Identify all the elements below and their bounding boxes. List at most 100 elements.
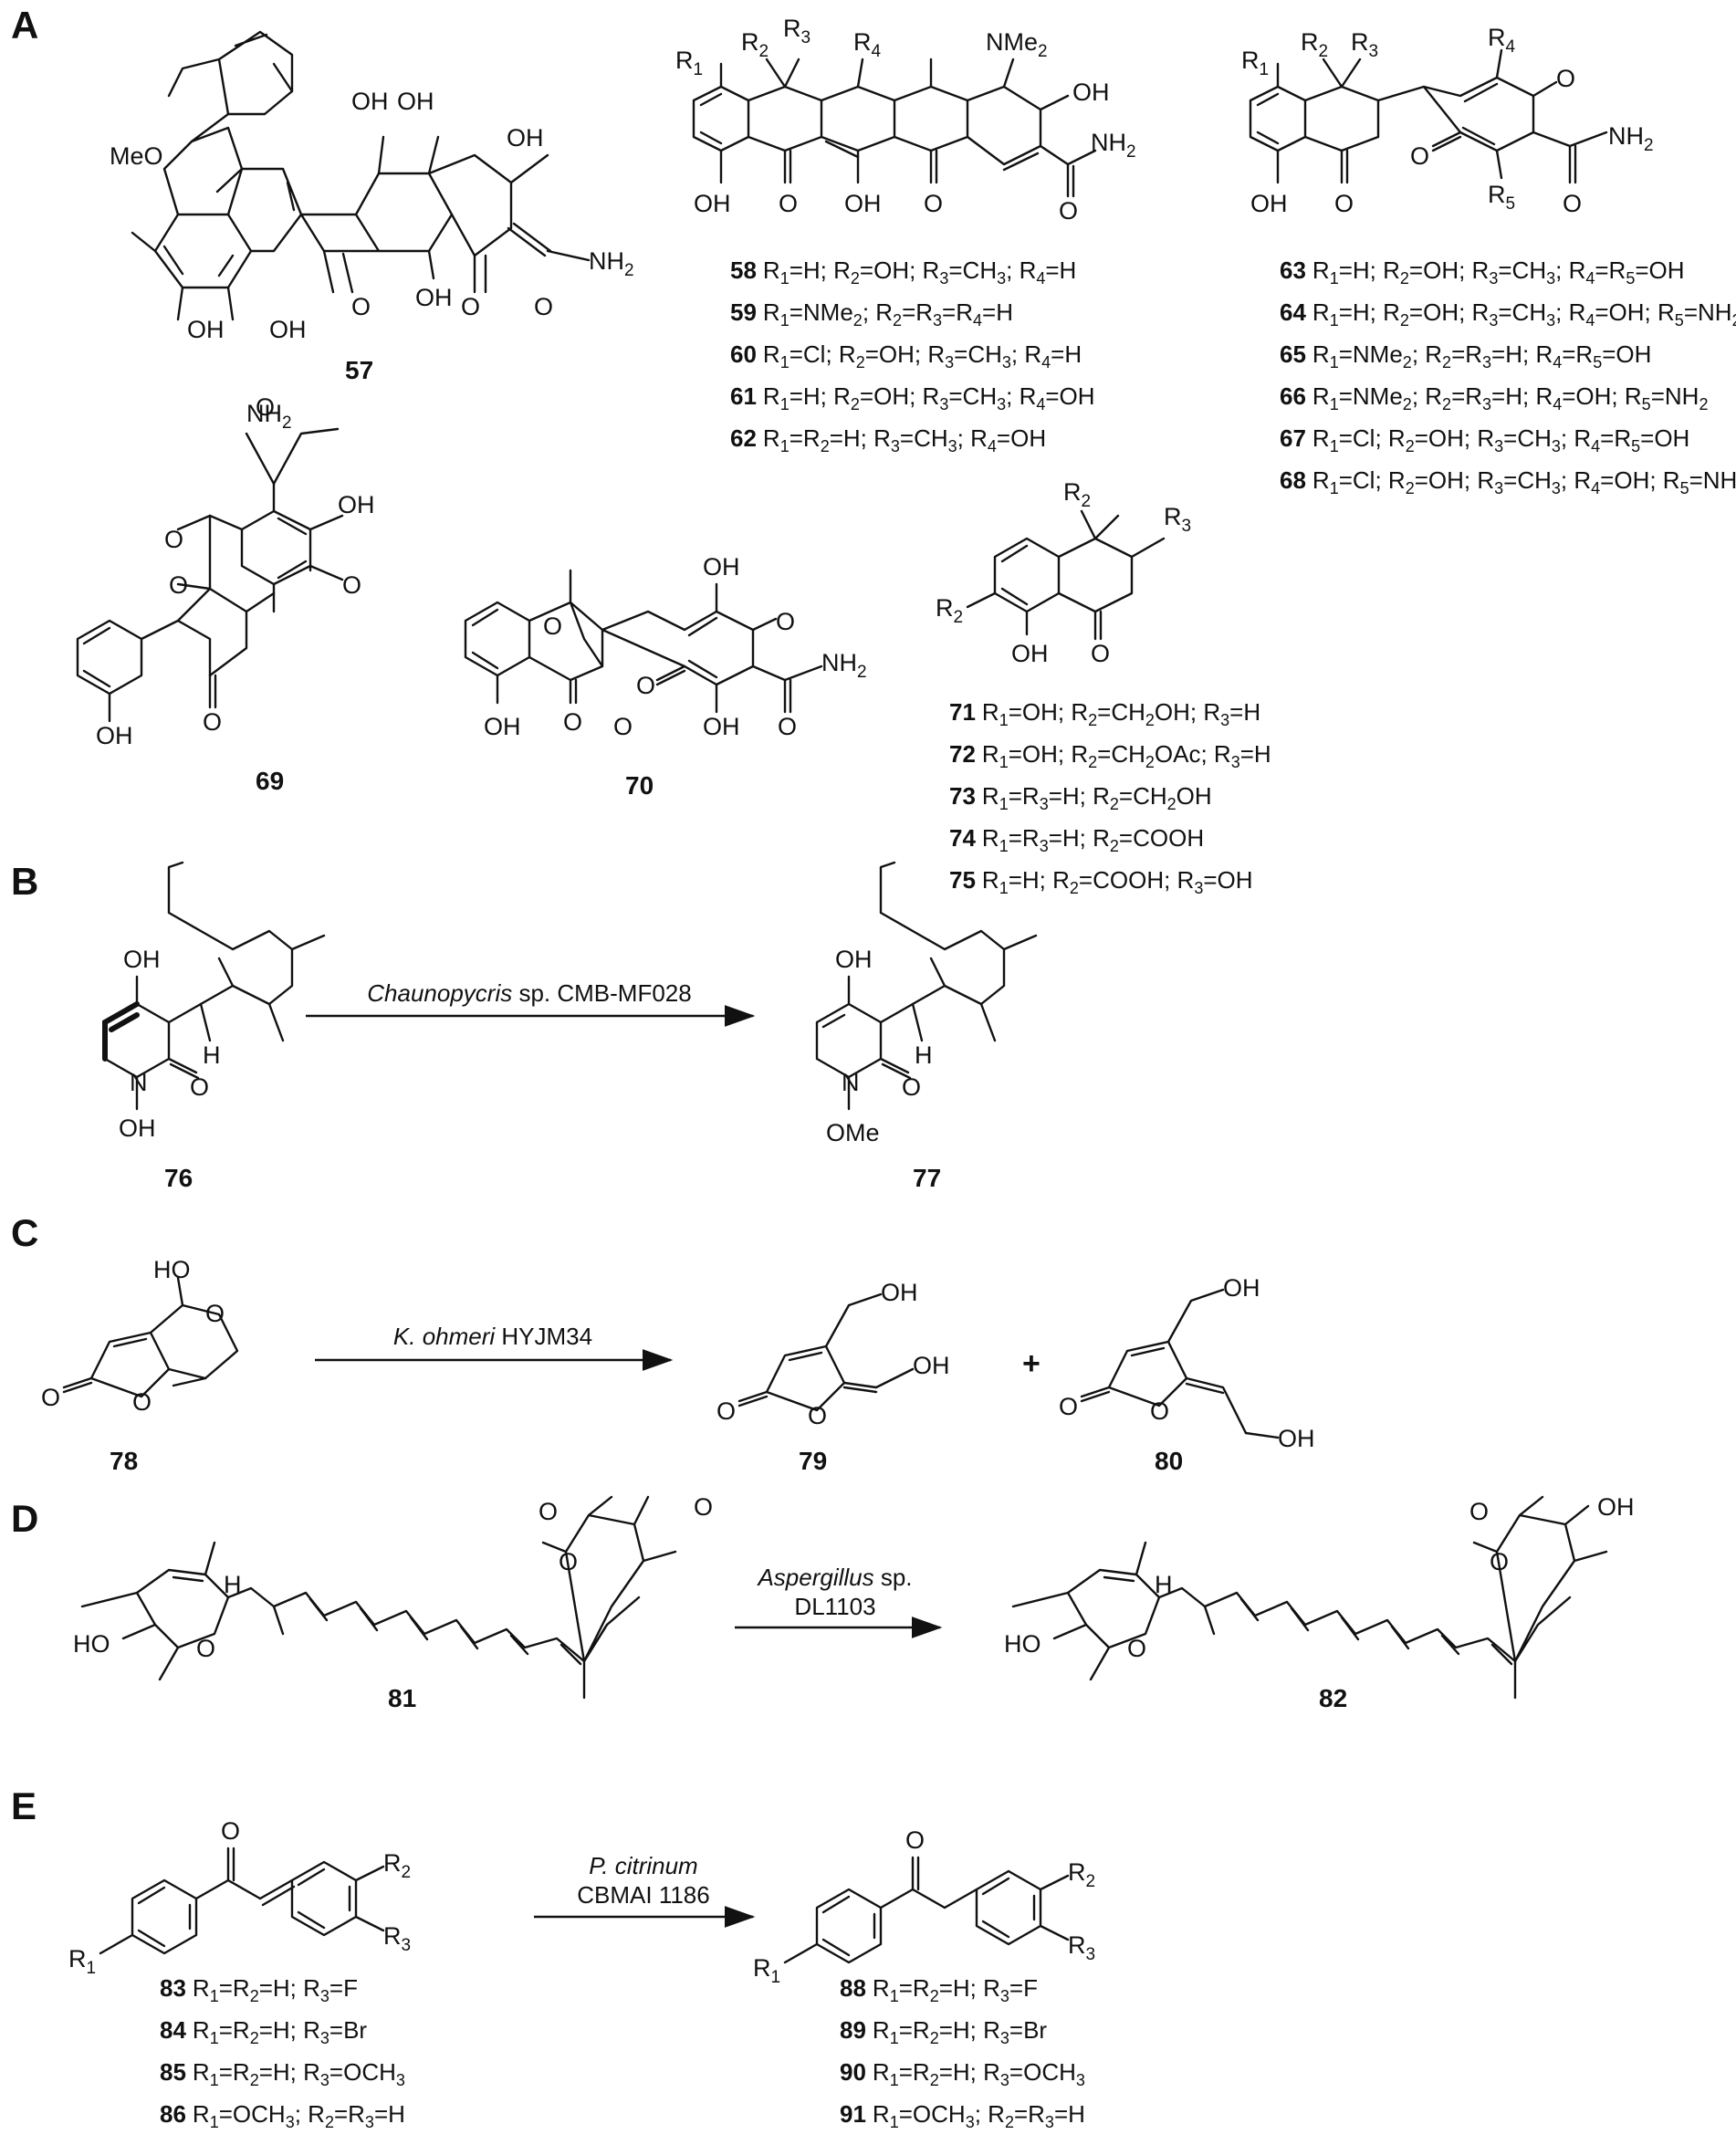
substituent-text: =H xyxy=(1053,2100,1085,2128)
atom-ho-81: HO xyxy=(73,1630,110,1658)
atom-oh-69b: OH xyxy=(96,722,133,749)
structure-81: HO H O O O O 81 xyxy=(73,1493,713,1712)
subscript: 3 xyxy=(1489,269,1499,288)
substituent-text: =NMe xyxy=(789,298,853,326)
compound-id: 90 xyxy=(840,2058,866,2086)
subscript: 2 xyxy=(1399,269,1409,288)
condition-e: P. citrinum CBMAI 1186 xyxy=(539,1851,748,1910)
atom-h-82: H xyxy=(1155,1571,1173,1598)
substituent-text: =CH xyxy=(899,424,948,452)
atom-r1-58: R1 xyxy=(675,47,703,79)
atom-r1-88: R1 xyxy=(753,1954,780,1987)
subscript: 1 xyxy=(779,269,790,288)
substituent-text: =R xyxy=(218,2016,250,2044)
atom-o-69d: O xyxy=(169,571,188,599)
substituent-text: R xyxy=(872,2100,890,2128)
substituent-text: =R xyxy=(219,2142,250,2145)
compound-id-70: 70 xyxy=(625,771,654,800)
substituent-text: =H; R xyxy=(938,2058,1000,2086)
substituent-text: =H; R xyxy=(258,2058,320,2086)
compound-id-81: 81 xyxy=(388,1684,416,1712)
substituent-text: R xyxy=(762,424,780,452)
subscript: 1 xyxy=(1329,311,1339,330)
subscript: 2 xyxy=(249,2029,259,2047)
substituent-text: =H; R xyxy=(1048,782,1110,810)
subscript: 4 xyxy=(973,311,983,330)
substituent-text: R xyxy=(762,340,780,368)
atom-oh-57a: OH xyxy=(187,316,225,343)
substituent-text: =OH; R xyxy=(1600,466,1680,494)
atom-o-82a: O xyxy=(1127,1635,1146,1662)
subscript: 3 xyxy=(1482,353,1492,371)
subscript: 2 xyxy=(1004,2113,1014,2131)
atom-r2-88: R2 xyxy=(1068,1858,1095,1891)
substituent-text: =NH xyxy=(1650,382,1699,410)
atom-o-78a: O xyxy=(205,1300,225,1327)
subscript: 3 xyxy=(890,437,900,455)
atom-o-81d: O xyxy=(694,1493,713,1521)
atom-ho-78: HO xyxy=(153,1256,191,1283)
substituent-text: R xyxy=(762,256,780,284)
substituent-text: =H xyxy=(1229,698,1261,726)
subscript: 3 xyxy=(1194,879,1204,897)
substituent-text: =NMe xyxy=(1338,382,1403,410)
compound-id-78: 78 xyxy=(110,1447,138,1475)
condition-d: Aspergillus sp. DL1103 xyxy=(739,1563,931,1621)
subscript: 2 xyxy=(1399,311,1409,330)
atom-o-80b: O xyxy=(1150,1397,1169,1425)
subscript: 3 xyxy=(319,2029,329,2047)
substituent-text: R xyxy=(981,782,999,810)
subscript: 4 xyxy=(1553,353,1563,371)
substituent-text: =OCH xyxy=(1009,2058,1076,2086)
compound-id-77: 77 xyxy=(913,1164,941,1192)
subscript: 4 xyxy=(1553,395,1563,413)
subscript: 2 xyxy=(929,2029,939,2047)
compound-id: 58 xyxy=(730,256,757,284)
subscript: 3 xyxy=(1220,711,1230,729)
atom-o-70b: O xyxy=(636,672,655,699)
subscript: 1 xyxy=(889,2029,899,2047)
subscript: 3 xyxy=(939,269,949,288)
substituent-text: ; R xyxy=(1411,340,1443,368)
atom-o-70c: O xyxy=(778,713,797,740)
compound-id: 68 xyxy=(1280,466,1306,494)
subscript: 2 xyxy=(1166,795,1177,813)
substituent-text: =OH xyxy=(1203,866,1253,894)
subscript: 2 xyxy=(855,353,865,371)
plus-sign: + xyxy=(1022,1346,1041,1381)
compound-id: 60 xyxy=(730,340,757,368)
subscript: 3 xyxy=(1044,2113,1054,2131)
organism-e: P. citrinum xyxy=(589,1852,698,1879)
substituent-text: R xyxy=(872,2016,890,2044)
subscript: 3 xyxy=(285,2113,295,2131)
substituent-text: =H; R xyxy=(258,1974,320,2002)
substituent-text: =R xyxy=(1451,340,1483,368)
substituent-text: =R xyxy=(1562,340,1594,368)
substituent-text: =CH xyxy=(1498,298,1547,326)
substituent-text: =R xyxy=(218,1974,250,2002)
atom-o-81b: O xyxy=(539,1498,558,1525)
atom-nme2-58: NMe2 xyxy=(986,28,1048,61)
atom-oh-57f: OH xyxy=(415,284,453,311)
subscript: 5 xyxy=(1593,353,1603,371)
substituent-text: =OH; R xyxy=(1408,298,1490,326)
substituent-text: =CH xyxy=(1097,698,1145,726)
compound-id-76: 76 xyxy=(164,1164,193,1192)
subscript: 5 xyxy=(1641,395,1651,413)
substituent-text: =R xyxy=(899,2142,930,2145)
substituent-text: ; R xyxy=(1560,466,1592,494)
condition-b-rest: sp. CMB-MF028 xyxy=(512,979,692,1007)
substituent-text: =NO xyxy=(329,2142,379,2145)
subscript: 4 xyxy=(1036,395,1046,413)
substituent-text: =NMe xyxy=(1338,340,1403,368)
subscript: 3 xyxy=(1039,837,1049,855)
